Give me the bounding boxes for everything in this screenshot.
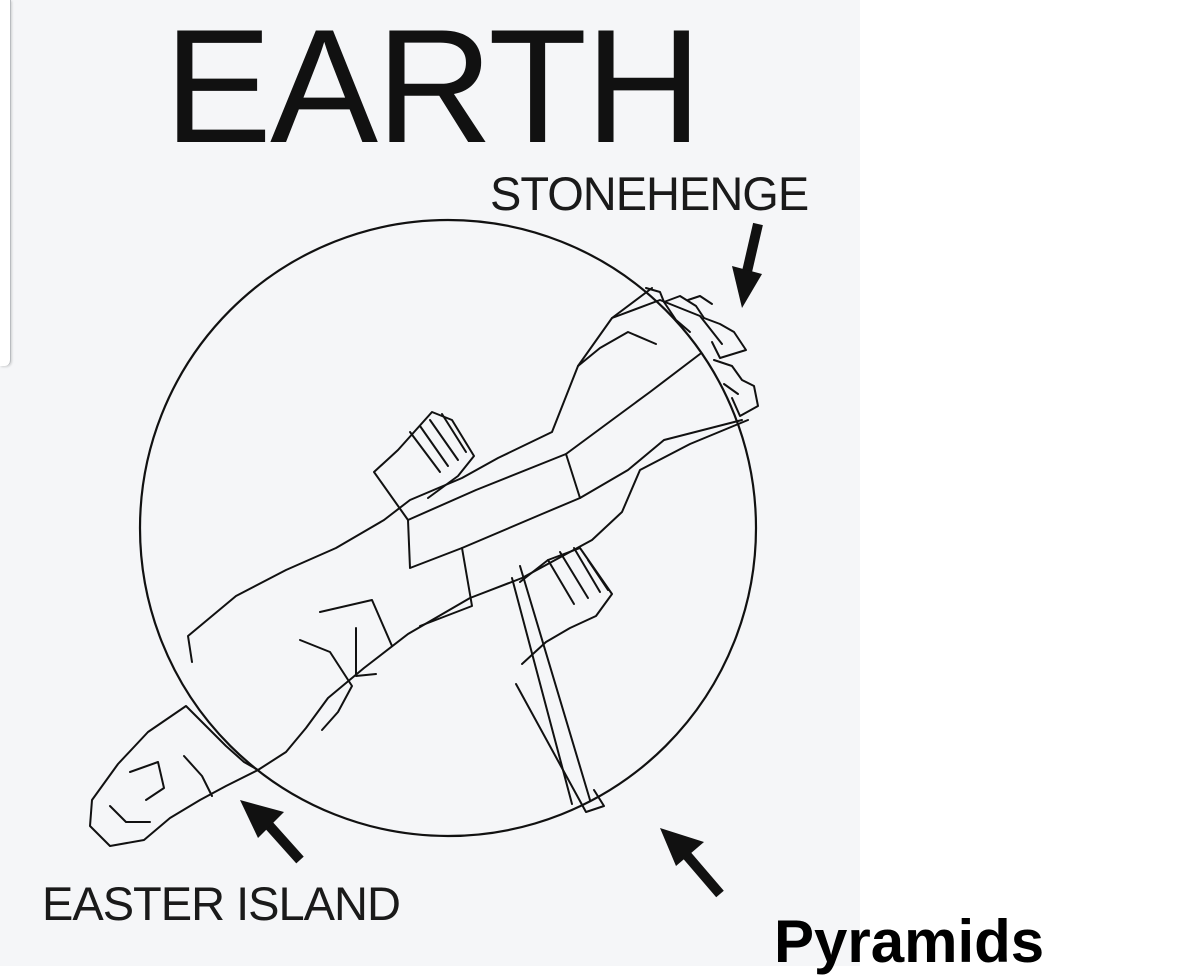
easter-island-label: EASTER ISLAND [42, 877, 401, 930]
giant-figure-icon [89, 287, 759, 847]
earth-circle-icon [138, 218, 758, 838]
stonehenge-label: STONEHENGE [490, 167, 809, 220]
arrow-pyramids-icon [660, 828, 724, 898]
pyramids-label: Pyramids [774, 908, 1045, 975]
arrow-stonehenge-icon [732, 222, 763, 308]
arrow-easter-island-icon [240, 800, 304, 864]
window-edge [0, 0, 11, 366]
diagram-title: EARTH [164, 0, 702, 177]
